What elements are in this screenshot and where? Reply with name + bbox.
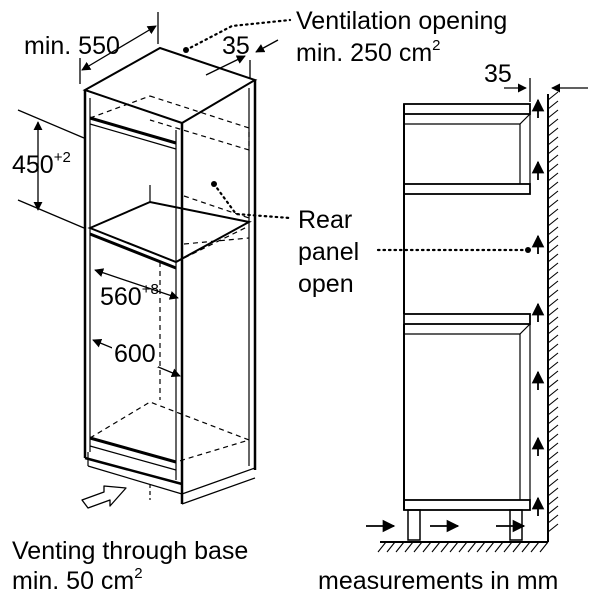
label-rear-line2: panel bbox=[298, 238, 360, 266]
label-rear-line1: Rear bbox=[298, 206, 353, 234]
width-560-tol: +8 bbox=[141, 281, 159, 298]
dim-35-right bbox=[504, 78, 588, 102]
vent-area-sup: 2 bbox=[432, 37, 441, 54]
label-600: 600 bbox=[112, 340, 158, 368]
vent-leader bbox=[183, 18, 292, 53]
label-base-line1: Venting through base bbox=[12, 537, 249, 565]
label-35-right: 35 bbox=[484, 60, 512, 88]
label-min-550: min. 550 bbox=[24, 32, 120, 60]
height-450-value: 450 bbox=[12, 151, 54, 179]
wall-hatch bbox=[377, 91, 559, 553]
label-560: 560+8 bbox=[100, 282, 159, 311]
label-base-line2: min. 50 cm2 bbox=[12, 566, 143, 595]
dim-min550 bbox=[79, 12, 159, 84]
dim-35-top bbox=[205, 39, 279, 78]
label-vent-line2: min. 250 cm2 bbox=[296, 38, 441, 67]
rear-leader-right bbox=[376, 247, 531, 253]
side-section bbox=[403, 103, 531, 541]
inlet-arrow-icon bbox=[81, 485, 127, 509]
tall-cabinet-perspective bbox=[82, 46, 258, 505]
label-rear-line3: open bbox=[298, 270, 354, 298]
label-vent-line1: Ventilation opening bbox=[296, 7, 508, 35]
rear-leader bbox=[211, 181, 292, 220]
width-560-value: 560 bbox=[100, 283, 142, 311]
base-area-sup: 2 bbox=[134, 565, 143, 582]
vent-area-text: min. 250 cm bbox=[296, 39, 433, 67]
dim-450 bbox=[17, 109, 85, 229]
label-450: 450+2 bbox=[12, 150, 71, 179]
label-35-top: 35 bbox=[222, 32, 250, 60]
base-area-text: min. 50 cm bbox=[12, 567, 135, 595]
dim-560 bbox=[94, 268, 179, 300]
units-note: measurements in mm bbox=[318, 567, 559, 595]
height-450-tol: +2 bbox=[53, 149, 71, 166]
